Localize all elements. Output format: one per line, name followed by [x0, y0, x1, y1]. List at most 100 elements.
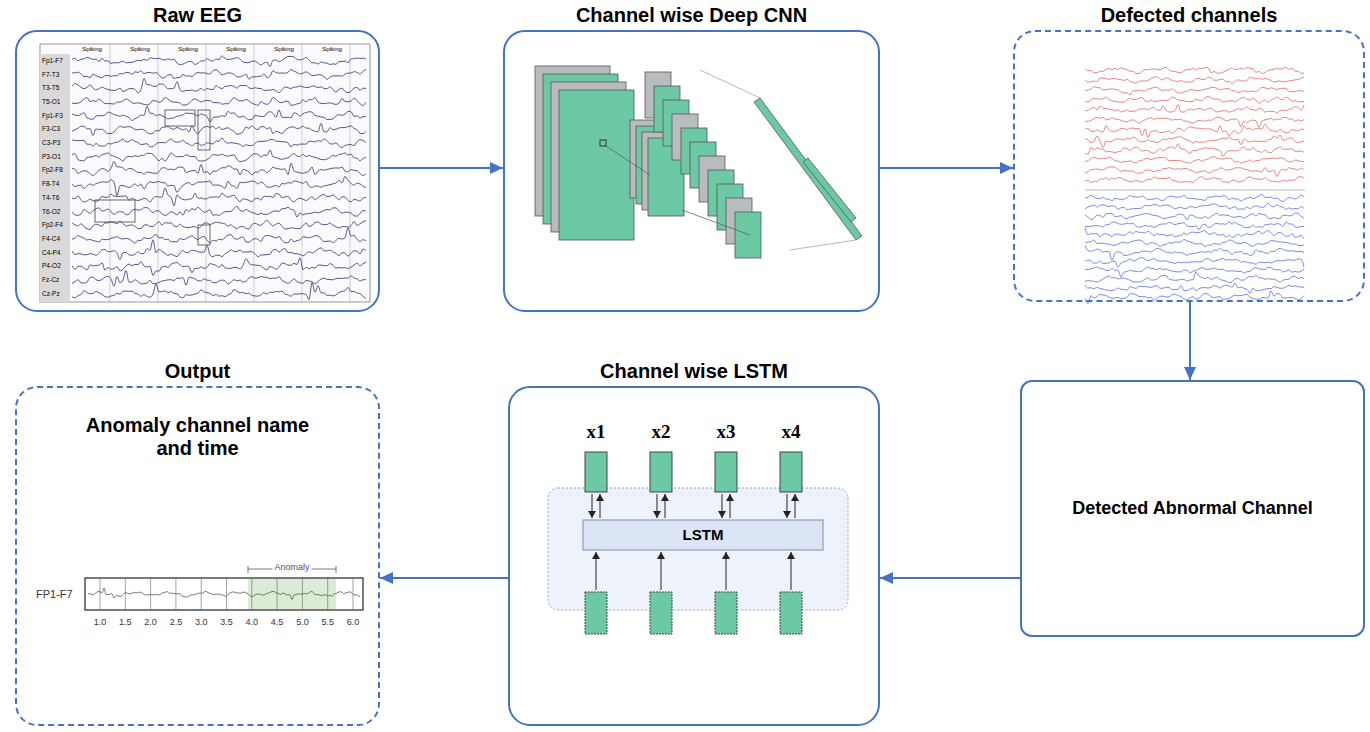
input-symbol: x1	[587, 422, 606, 443]
box-label: Detected Abnormal Channel	[1022, 498, 1362, 519]
normal-trace	[1085, 222, 1304, 230]
grid-line	[206, 44, 207, 302]
axis-tick: 3.5	[220, 618, 233, 628]
channel-name: Fp1-F3	[42, 112, 63, 119]
abnormal-trace	[1085, 67, 1304, 73]
event-tag: Spiking	[176, 46, 200, 53]
lstm-bar	[583, 520, 823, 550]
eeg-traces	[72, 56, 366, 300]
channel-name: P4-O2	[42, 263, 61, 270]
axis-tick: 1.5	[119, 618, 132, 628]
spike-box	[165, 110, 195, 126]
connectors	[380, 168, 1190, 578]
dense-layer	[803, 158, 856, 222]
panel-box: Channel wise LSTM	[508, 386, 880, 726]
axis-tick: 5.0	[296, 618, 309, 628]
abnormal-trace	[1085, 87, 1304, 95]
output-illustration	[85, 566, 363, 610]
normal-trace	[1085, 258, 1304, 268]
tick-line	[251, 578, 252, 610]
tick-line	[226, 578, 227, 610]
channel-name: T5-O1	[42, 98, 60, 105]
channel-name: C3-P3	[42, 139, 60, 146]
channel-name: F7-T3	[42, 71, 59, 78]
dense-layer	[754, 98, 862, 240]
signal-trace	[88, 588, 360, 600]
feature-map	[559, 90, 634, 240]
eeg-channel-column	[40, 54, 70, 302]
output-cell	[650, 452, 672, 492]
abnormal-trace	[1085, 167, 1304, 177]
event-tag: Spiking	[80, 46, 104, 53]
abnormal-trace	[1085, 97, 1304, 104]
flow-arrow	[787, 494, 788, 518]
input-symbol: x2	[652, 422, 671, 443]
abnormal-trace	[1085, 135, 1304, 148]
eeg-trace	[72, 78, 366, 93]
axis-tick: 2.0	[144, 618, 157, 628]
lstm-illustration	[548, 452, 848, 634]
flow-arrow	[380, 167, 503, 169]
eeg-trace	[72, 161, 366, 175]
flow-arrow	[791, 552, 792, 590]
normal-trace	[1085, 213, 1304, 220]
event-tag: Spiking	[320, 46, 344, 53]
spike-box	[198, 110, 210, 150]
abnormal-trace	[1085, 144, 1304, 157]
normal-trace	[1085, 203, 1304, 209]
abnormal-trace	[1085, 124, 1304, 137]
normal-trace	[1085, 245, 1304, 260]
panel-title: Raw EEG	[0, 4, 418, 27]
flow-arrow	[730, 494, 731, 518]
eeg-trace	[72, 176, 366, 195]
channel-name: Fp1-F7	[42, 57, 63, 64]
grid-line	[350, 44, 351, 302]
projection-line	[606, 146, 650, 175]
channel-name: Cz-Pz	[42, 290, 60, 297]
signal-strip	[85, 578, 363, 610]
defected-traces	[1085, 67, 1305, 303]
flow-arrow	[665, 494, 666, 518]
eeg-trace	[72, 138, 366, 148]
channel-name: FP1-F7	[36, 588, 73, 600]
flow-arrow	[880, 577, 1020, 579]
separator	[1085, 190, 1305, 191]
anomaly-bracket	[248, 566, 249, 573]
panel-box: Channel wise Deep CNN	[503, 30, 880, 312]
abnormal-trace	[1085, 177, 1304, 183]
flow-arrow	[592, 494, 593, 518]
spike-box	[95, 200, 135, 222]
input-cell	[780, 592, 802, 634]
eeg-trace	[72, 150, 366, 162]
channel-name: Fp2-F8	[42, 167, 63, 174]
axis-tick: 6.0	[347, 618, 360, 628]
projection-line	[700, 70, 760, 98]
tick-line	[150, 578, 151, 610]
abnormal-trace	[1085, 157, 1304, 164]
axis-tick: 4.0	[246, 618, 259, 628]
grid-line	[110, 44, 111, 302]
eeg-image-frame	[40, 44, 370, 302]
channel-name: Fz-Cz	[42, 276, 59, 283]
spike-box	[198, 225, 210, 245]
cnn-illustration	[535, 66, 862, 258]
normal-trace	[1085, 240, 1304, 247]
tick-line	[100, 578, 101, 610]
axis-tick: 3.0	[195, 618, 208, 628]
eeg-trace	[72, 56, 366, 67]
event-tag: Spiking	[224, 46, 248, 53]
projection-line	[790, 240, 856, 250]
panel-title: Output	[0, 360, 418, 383]
input-symbol: x3	[717, 422, 736, 443]
normal-trace	[1085, 283, 1304, 293]
tick-line	[327, 578, 328, 610]
axis-tick: 1.0	[94, 618, 107, 628]
abnormal-trace	[1085, 105, 1304, 114]
process-box: Detected Abnormal Channel	[1020, 380, 1365, 637]
panel-box: OutputAnomaly channel name and time	[15, 386, 380, 726]
axis-tick: 5.5	[321, 618, 334, 628]
illustrations	[40, 44, 1305, 634]
eeg-trace	[72, 271, 366, 286]
tick-line	[125, 578, 126, 610]
